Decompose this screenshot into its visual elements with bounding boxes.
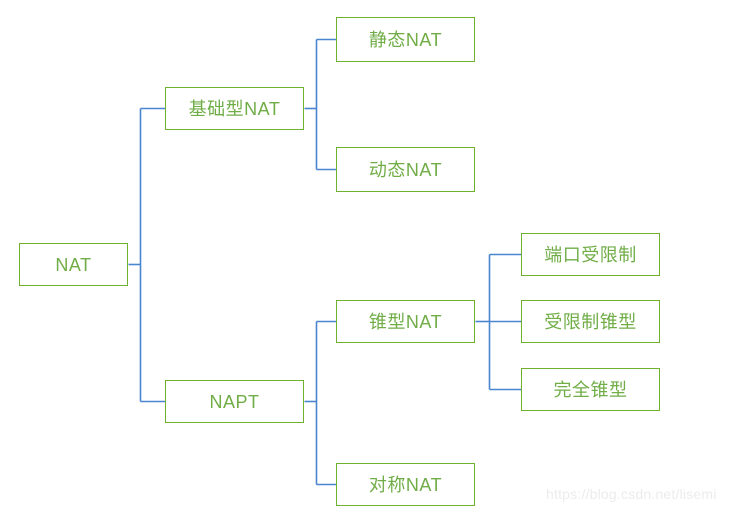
node-basic-nat[interactable]: 基础型NAT <box>165 87 304 130</box>
node-port-restricted-label: 端口受限制 <box>544 244 637 265</box>
watermark-text: https://blog.csdn.net/lisemi <box>546 486 717 502</box>
node-restricted-cone[interactable]: 受限制锥型 <box>521 300 660 343</box>
node-napt-label: NAPT <box>209 391 260 412</box>
node-napt[interactable]: NAPT <box>165 380 304 423</box>
node-symmetric-nat[interactable]: 对称NAT <box>336 463 475 506</box>
node-dynamic-nat[interactable]: 动态NAT <box>336 147 475 192</box>
node-nat-label: NAT <box>55 254 92 275</box>
node-dynamic-nat-label: 动态NAT <box>368 159 443 180</box>
node-full-cone[interactable]: 完全锥型 <box>521 368 660 411</box>
node-cone-nat-label: 锥型NAT <box>368 311 443 332</box>
node-restricted-cone-label: 受限制锥型 <box>544 311 637 332</box>
node-port-restricted[interactable]: 端口受限制 <box>521 233 660 276</box>
node-basic-nat-label: 基础型NAT <box>188 98 281 119</box>
node-static-nat-label: 静态NAT <box>368 29 443 50</box>
node-symmetric-nat-label: 对称NAT <box>368 474 443 495</box>
node-static-nat[interactable]: 静态NAT <box>336 17 475 62</box>
node-full-cone-label: 完全锥型 <box>553 379 628 400</box>
node-nat[interactable]: NAT <box>19 243 128 286</box>
node-cone-nat[interactable]: 锥型NAT <box>336 300 475 343</box>
